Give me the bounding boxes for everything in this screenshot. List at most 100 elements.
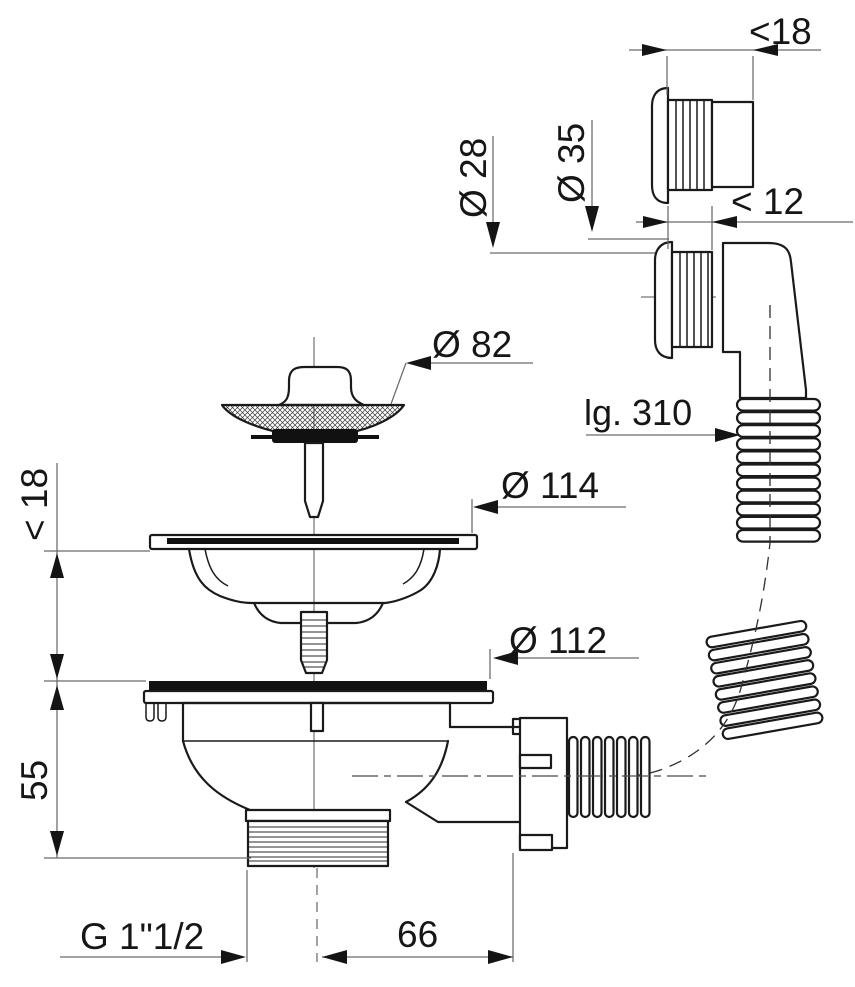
dim-bushing-depth-max: < 12	[636, 181, 853, 250]
arrowhead	[488, 950, 513, 964]
spigot-rib	[627, 735, 639, 819]
dim-label-outlet-thread: G 1"1/2	[80, 916, 204, 957]
spigot-rib	[639, 735, 651, 819]
arrowhead	[486, 222, 500, 248]
arrowhead	[712, 216, 737, 228]
arrowhead	[473, 500, 498, 514]
hose-ring	[735, 528, 822, 543]
top-bushing-ribs	[675, 100, 705, 190]
overflow-bushing-ribbed-section	[670, 250, 714, 349]
dim-lower-flange-diameter: Ø 112	[489, 620, 639, 679]
side-outlet-tab-upper	[518, 753, 553, 770]
arrowhead	[221, 950, 246, 964]
arrowhead	[50, 654, 64, 679]
dim-lines	[60, 870, 248, 962]
dim-lines	[471, 499, 626, 533]
coil-ring	[714, 672, 817, 701]
stud-thread-lines	[302, 619, 326, 668]
hose-ring	[735, 397, 822, 412]
dim-top-bushing-max: <18	[629, 11, 821, 100]
top-bushing-body	[710, 100, 755, 189]
arrowhead	[50, 685, 64, 710]
upper-flange-assembly	[148, 533, 479, 675]
dim-label-body-height: 55	[14, 760, 55, 801]
dim-label-bushing-depth-max: < 12	[731, 181, 804, 222]
dim-label-plug-diameter: Ø 82	[432, 324, 512, 365]
side-outlet-ribbed-spigot	[567, 735, 651, 819]
outlet-collar	[244, 808, 392, 823]
overflow-elbow	[721, 241, 822, 543]
spigot-rib	[603, 735, 615, 819]
arrowhead	[642, 44, 667, 56]
coil-ring	[712, 659, 815, 688]
dim-lines	[636, 206, 853, 250]
overflow-bushing-ribs	[679, 252, 709, 347]
hose-ring	[735, 424, 822, 438]
dim-lines	[322, 853, 514, 962]
hose-ring	[735, 450, 822, 465]
dim-label-hose-length: lg. 310	[584, 392, 692, 433]
arrowhead	[753, 44, 778, 56]
hose-ring	[735, 411, 822, 425]
dim-hose-length: lg. 310	[584, 392, 740, 442]
hose-ring	[735, 437, 822, 451]
arrowhead	[406, 356, 431, 370]
hose-ring	[735, 463, 822, 478]
dim-lines	[390, 362, 533, 405]
arrowhead	[50, 831, 64, 856]
outlet-thread-block	[246, 819, 390, 868]
upper-flange-bowl	[187, 547, 442, 605]
plug-rubber-seal	[272, 429, 358, 443]
dim-outlet-thread: G 1"1/2	[60, 870, 248, 964]
overflow-elbow-body	[721, 241, 808, 400]
dim-label-sink-thickness-max: < 18	[14, 468, 55, 541]
lower-flange-plate	[142, 689, 495, 705]
dim-label-overflow-flange-od: Ø 35	[551, 123, 592, 203]
plug-knob	[277, 365, 366, 407]
body-overflow-pin	[309, 701, 325, 733]
side-outlet-lip	[511, 717, 522, 736]
overflow-bushing	[641, 240, 716, 360]
dim-plug-diameter: Ø 82	[390, 324, 533, 405]
arrowhead	[50, 553, 64, 578]
dim-label-outlet-offset: 66	[397, 914, 438, 955]
side-outlet-nut	[518, 716, 569, 850]
dim-overflow-flange-od: Ø 35	[551, 120, 669, 240]
hose-ring	[735, 476, 822, 491]
lower-flange-gasket	[149, 681, 487, 691]
lower-flange-clips	[145, 703, 167, 722]
spigot-rib	[579, 735, 591, 819]
dim-left-chain: < 18 55	[14, 463, 251, 859]
hose-ring	[735, 515, 822, 530]
dim-lines	[44, 463, 251, 859]
spigot-rib	[567, 735, 579, 819]
arrowhead	[322, 950, 347, 964]
side-outlet-tab-lower	[518, 833, 554, 852]
body-funnel	[181, 725, 523, 824]
top-bushing-flange	[650, 86, 670, 205]
dim-label-top-bushing-max: <18	[749, 11, 812, 52]
outlet-thread-lines	[249, 826, 387, 862]
coil-ring	[721, 711, 824, 741]
upper-flange-threaded-stud	[299, 610, 329, 675]
dim-overflow-pipe-od: Ø 28	[453, 136, 655, 254]
dim-outlet-offset: 66	[316, 853, 514, 964]
plug-stem	[303, 441, 325, 519]
overflow-hose	[735, 397, 822, 543]
coil-ring	[707, 632, 810, 662]
hose-end-coil	[705, 619, 824, 741]
arrowhead	[643, 216, 668, 228]
side-outlet	[352, 716, 706, 852]
dim-label-lower-flange-diameter: Ø 112	[509, 620, 607, 661]
upper-flange-seal-strip	[167, 538, 459, 544]
arrowhead	[493, 651, 518, 665]
dim-lines	[489, 649, 639, 679]
arrowhead	[715, 428, 740, 442]
dimensions: <18 < 12 Ø 28 Ø 35 Ø 82	[14, 11, 853, 964]
drain-body	[142, 681, 706, 868]
arrowhead	[585, 206, 599, 232]
coil-ring	[717, 685, 819, 714]
spigot-rib	[591, 735, 603, 819]
